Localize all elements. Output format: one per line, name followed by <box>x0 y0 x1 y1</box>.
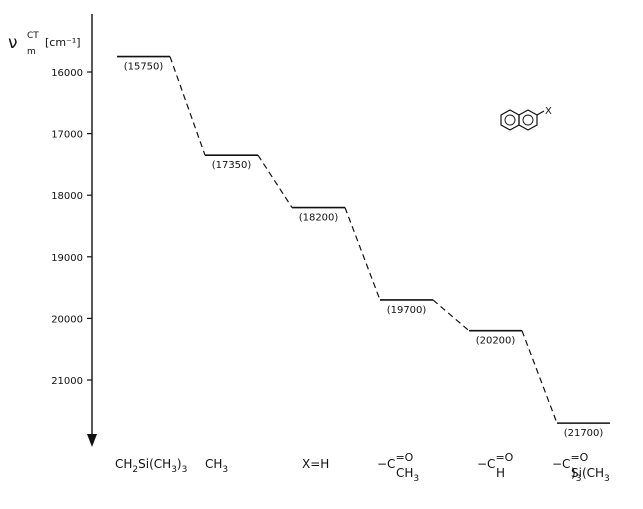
category-label-part: CH <box>115 457 132 471</box>
y-ticks: 16000 17000 18000 19000 20000 21000 <box>51 68 92 387</box>
y-axis-title-superscript: CT <box>27 31 39 41</box>
category-label-part: 3 <box>576 474 582 484</box>
y-tick-label: 16000 <box>51 68 83 79</box>
category-label-part: Si(CH <box>571 466 604 480</box>
category-label-part: 2 <box>132 465 138 475</box>
value-label: (19700) <box>387 305 427 316</box>
y-tick-label: 18000 <box>51 191 83 202</box>
y-axis-arrowhead <box>87 434 97 447</box>
category-label-part: =O <box>570 451 588 464</box>
category-label-part: =O <box>395 451 413 464</box>
category-label-part: CH <box>205 457 222 471</box>
level-connectors <box>169 56 558 424</box>
category-label-part: 3 <box>222 465 228 475</box>
y-axis-title-symbol: ν <box>8 33 18 53</box>
naphthalene-aromatic-right <box>522 114 534 126</box>
value-label: (21700) <box>564 428 604 439</box>
dashed-connector <box>257 154 293 208</box>
naphthalene-ring-right <box>518 109 538 131</box>
category-label-part: =O <box>495 451 513 464</box>
category-label: −C=O CH3 <box>377 451 419 484</box>
naphthalene-icon: X <box>500 106 552 131</box>
y-tick-label: 20000 <box>51 314 83 325</box>
y-axis <box>87 14 97 447</box>
category-label-part: ) <box>571 466 576 480</box>
y-axis-title-subscript: m <box>27 47 36 57</box>
category-label-part: −C <box>477 457 495 471</box>
category-label-part: H <box>496 466 505 480</box>
value-label: (17350) <box>212 160 252 171</box>
category-label-part: 3 <box>171 465 177 475</box>
category-label-part: X=H <box>302 457 329 471</box>
value-labels: (15750) (17350) (18200) (19700) (20200) (2170… <box>124 62 604 440</box>
category-label-part: 3 <box>604 474 610 484</box>
category-label-part: CH <box>396 466 413 480</box>
inset-substituent-label: X <box>545 106 552 117</box>
value-label: (20200) <box>476 336 516 347</box>
y-tick-label: 19000 <box>51 253 83 264</box>
y-axis-title: ν m CT [cm⁻¹] <box>8 31 81 57</box>
dashed-connector <box>432 299 470 332</box>
category-label-part: Si(CH <box>138 457 171 471</box>
naphthalene-ring-left <box>500 109 520 131</box>
y-tick-label: 17000 <box>51 130 83 141</box>
category-label: CH2Si(CH3)3 <box>115 457 187 475</box>
dashed-connector <box>169 56 206 156</box>
category-label: X=H <box>302 457 329 471</box>
value-label: (18200) <box>299 213 339 224</box>
value-label: (15750) <box>124 62 164 73</box>
naphthalene-aromatic-left <box>504 114 516 126</box>
dashed-connector <box>344 207 381 301</box>
category-label-part: −C <box>377 457 395 471</box>
category-label-part: −C <box>552 457 570 471</box>
energy-levels <box>117 55 610 424</box>
category-label-part: 3 <box>182 465 188 475</box>
naphthalene-substituent-bond <box>536 110 545 116</box>
category-label: CH3 <box>205 457 228 475</box>
y-axis-title-unit: [cm⁻¹] <box>45 36 81 49</box>
category-label: −C=O H <box>477 451 514 480</box>
dashed-connector <box>521 330 558 424</box>
category-label-part: 3 <box>413 474 419 484</box>
category-label-part: ) <box>177 457 182 471</box>
y-tick-label: 21000 <box>51 376 83 387</box>
